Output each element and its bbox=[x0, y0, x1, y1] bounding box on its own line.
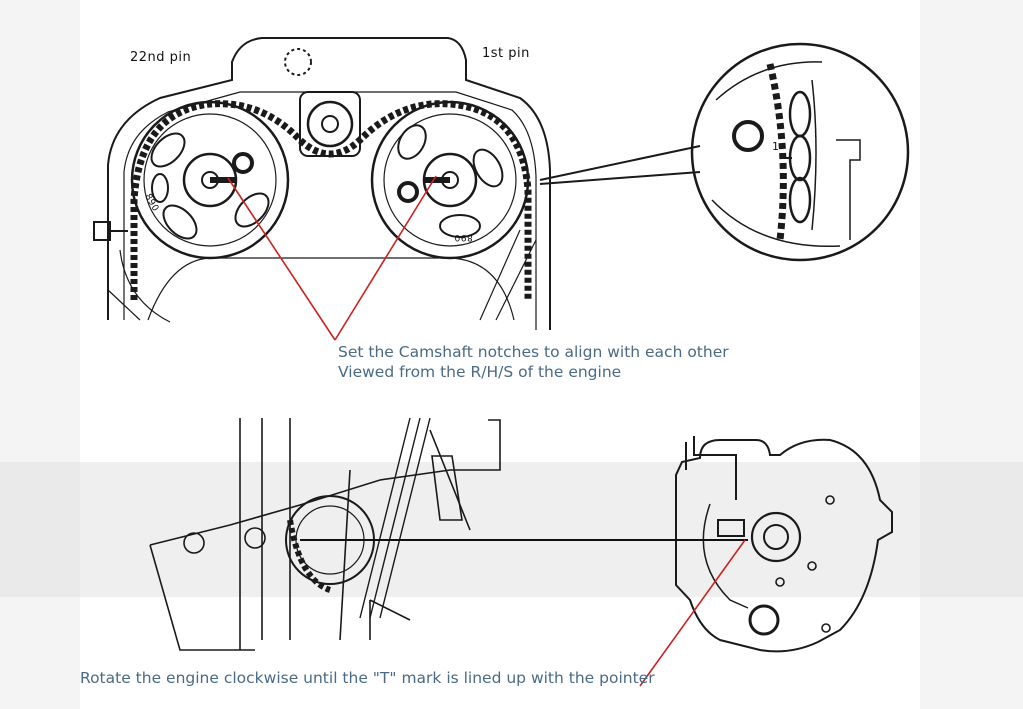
timing-chain-path bbox=[130, 100, 532, 300]
label-arrow-mark: 1 bbox=[772, 140, 780, 153]
engine-bolt-2 bbox=[244, 527, 266, 549]
distributor-assembly bbox=[675, 436, 893, 653]
cam-cover-inner bbox=[123, 91, 537, 330]
chain-detail-zoom bbox=[690, 42, 910, 262]
zoom-callout-lines bbox=[539, 145, 701, 185]
faded-overlay-band bbox=[0, 462, 1023, 597]
oil-filler-cap bbox=[284, 48, 312, 76]
label-22nd-pin: 22nd pin bbox=[130, 50, 192, 65]
timing-chain-lower bbox=[147, 257, 515, 321]
cylinder-post bbox=[431, 455, 463, 521]
caption-camshaft-line1: Set the Camshaft notches to align with e… bbox=[338, 343, 729, 361]
label-890-right: 890 bbox=[454, 232, 473, 242]
cover-lower-right bbox=[479, 229, 537, 321]
mounting-bolt bbox=[93, 221, 128, 241]
engine-block-outline bbox=[149, 418, 501, 651]
engine-bolt-1 bbox=[183, 532, 205, 554]
caption-rotate-engine: Rotate the engine clockwise until the "T… bbox=[80, 669, 655, 687]
timing-belt-bottom bbox=[359, 417, 431, 619]
crank-sprocket bbox=[285, 495, 375, 593]
camshaft-pointer-lines bbox=[227, 175, 437, 341]
cover-lower-left bbox=[107, 249, 171, 323]
label-1st-pin: 1st pin bbox=[482, 46, 530, 61]
caption-camshaft-line2: Viewed from the R/H/S of the engine bbox=[338, 363, 622, 381]
right-cam-sprocket bbox=[370, 100, 530, 260]
t-mark-pointer-line bbox=[639, 539, 746, 687]
cam-cover-outline bbox=[107, 37, 551, 330]
